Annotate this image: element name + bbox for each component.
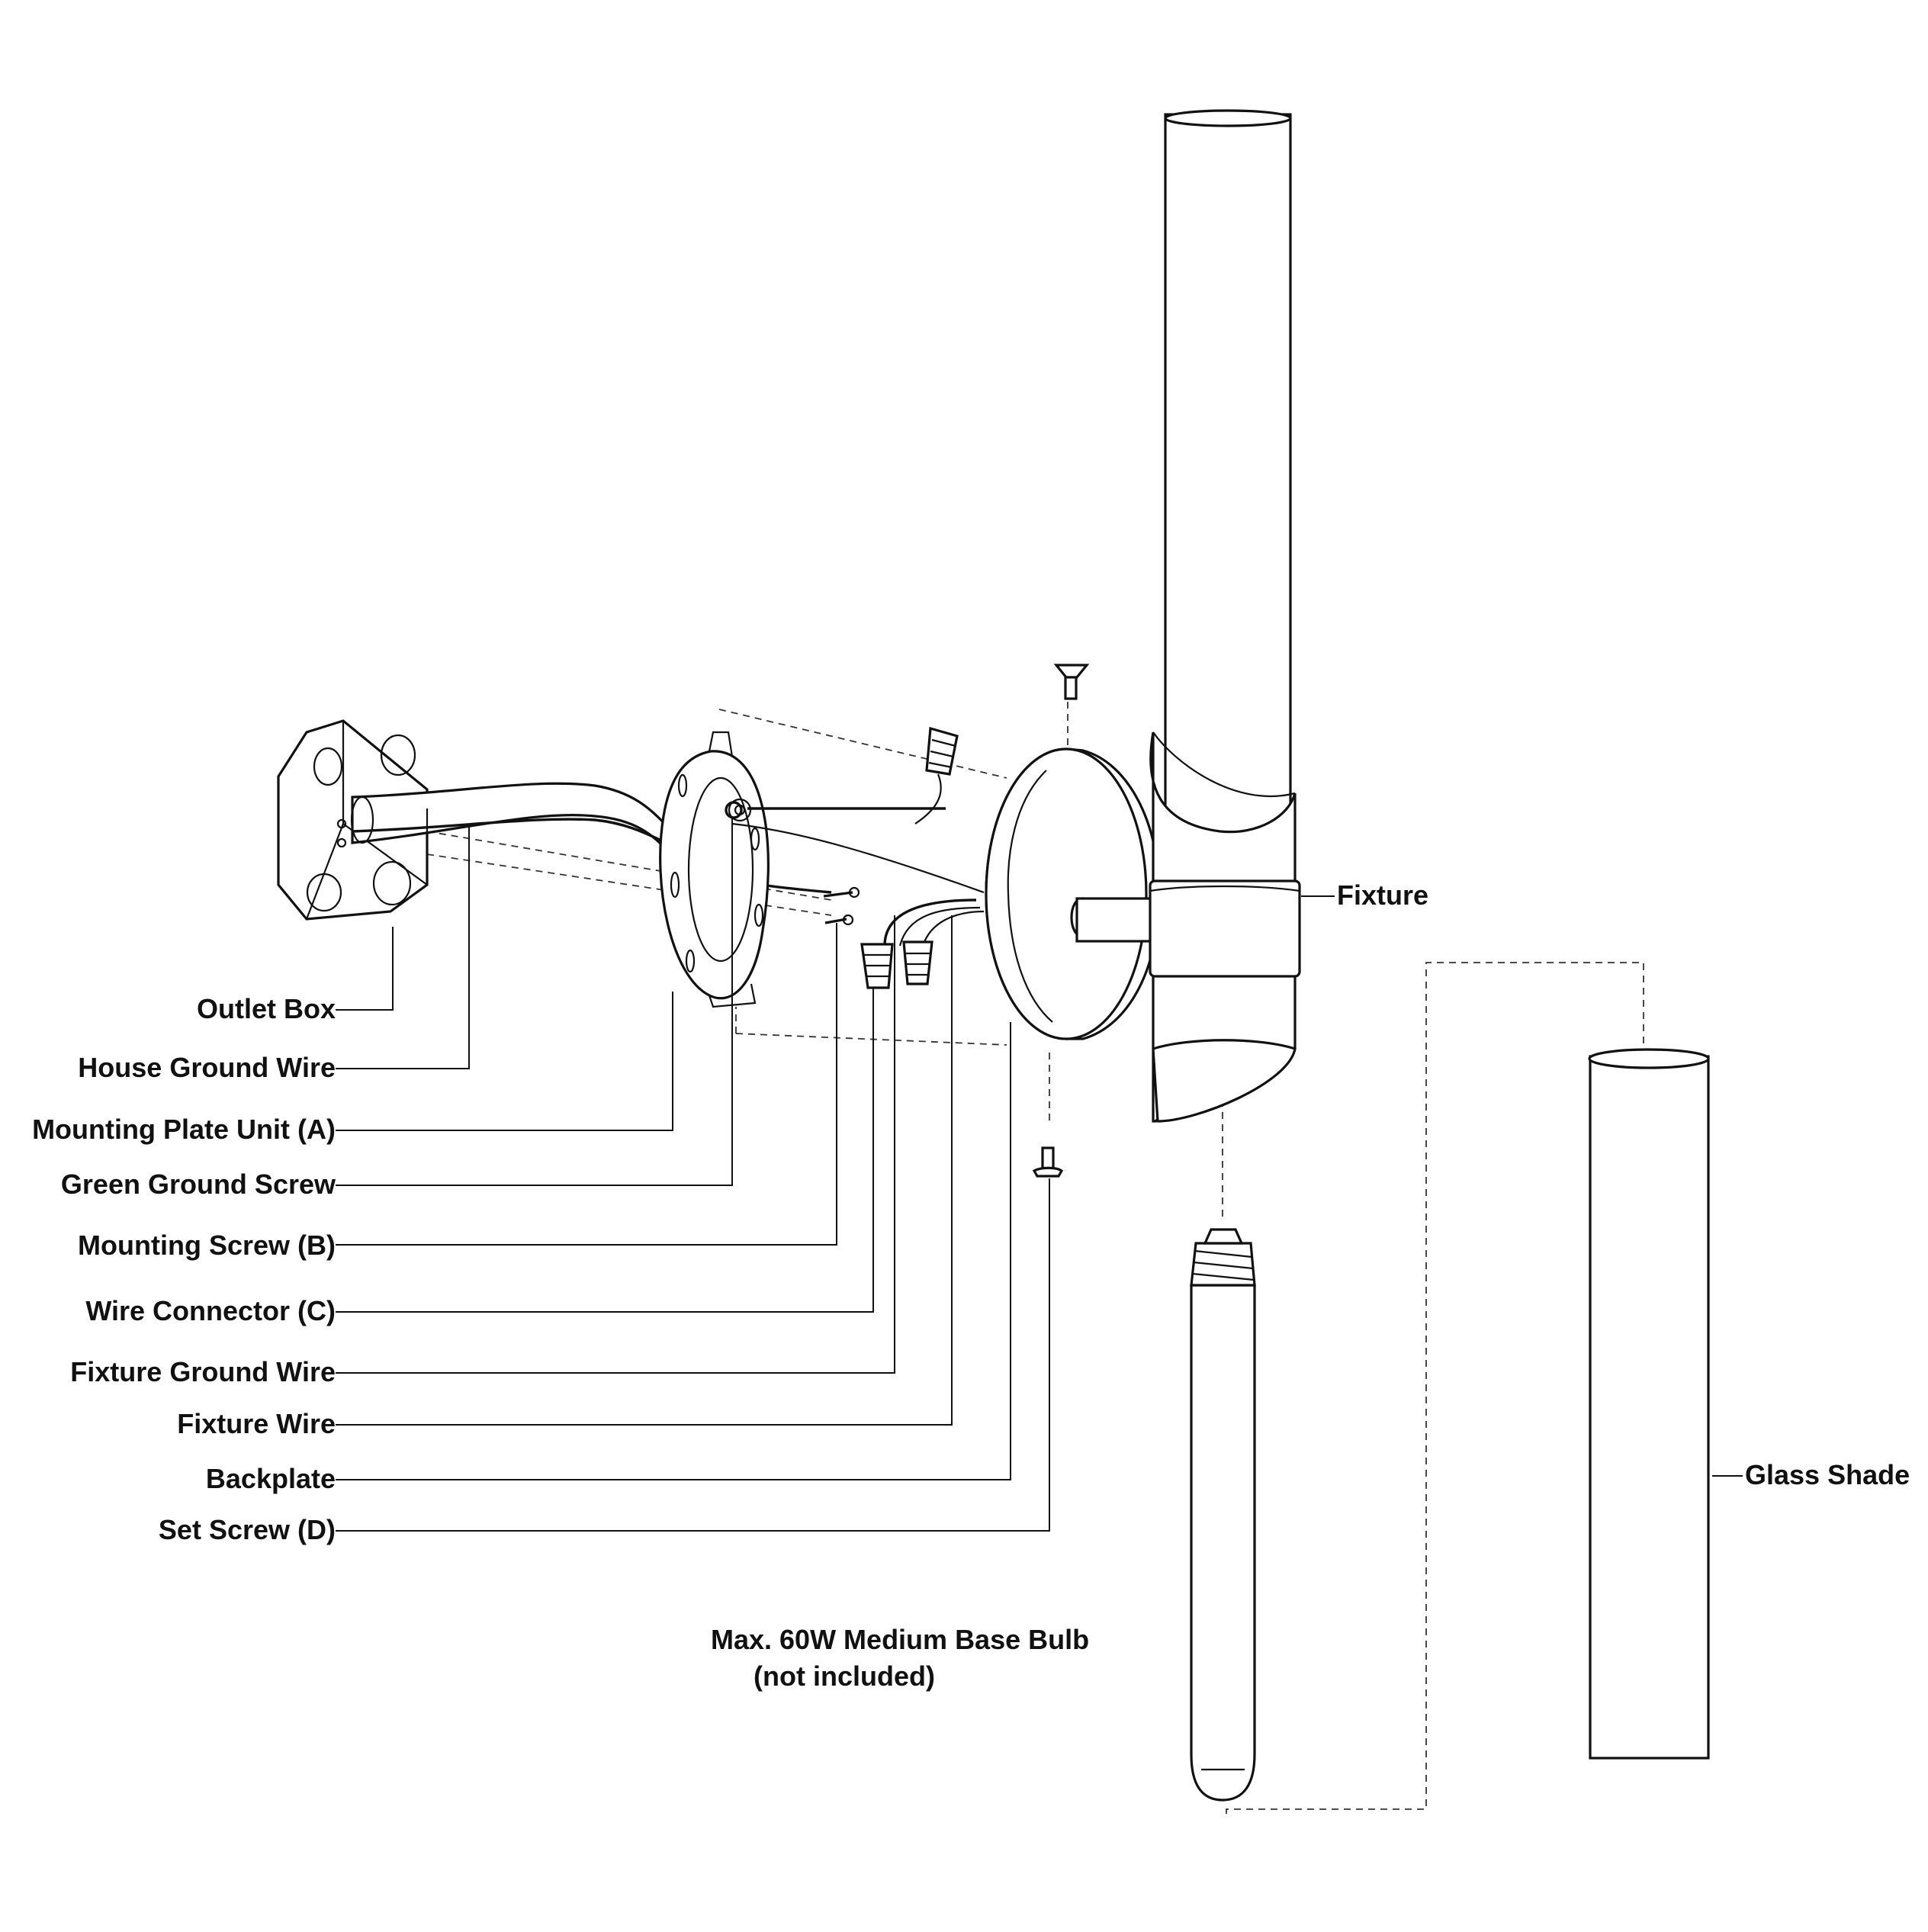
label-mounting-screw: Mounting Screw (B) [78, 1230, 336, 1261]
label-fixture-wire: Fixture Wire [177, 1408, 336, 1439]
label-backplate: Backplate [206, 1463, 336, 1494]
backplate [985, 747, 1161, 1040]
label-set-screw: Set Screw (D) [159, 1514, 336, 1545]
mounting-screws [823, 886, 860, 926]
label-wire-connector: Wire Connector (C) [85, 1295, 336, 1326]
glass-shade [1588, 1048, 1710, 1760]
bulb-note-line2: (not included) [754, 1660, 935, 1692]
set-screw-top [1053, 664, 1090, 700]
alignment-guides [426, 702, 1644, 1814]
label-house-ground-wire: House Ground Wire [78, 1052, 336, 1083]
label-mounting-plate-unit: Mounting Plate Unit (A) [32, 1114, 336, 1145]
wire-connectors [860, 726, 959, 989]
labels: Outlet Box House Ground Wire Mounting Pl… [32, 879, 1910, 1692]
green-ground-screw [725, 801, 743, 819]
fixture-wires [731, 773, 985, 947]
label-fixture: Fixture [1337, 879, 1428, 911]
label-fixture-ground-wire: Fixture Ground Wire [70, 1356, 336, 1387]
bulb-note-line1: Max. 60W Medium Base Bulb [711, 1624, 1089, 1655]
label-outlet-box: Outlet Box [197, 993, 336, 1024]
fixture [1070, 109, 1301, 1123]
leader-lines [336, 816, 1743, 1532]
mounting-plate [659, 731, 770, 1008]
set-screw-bottom [1032, 1146, 1064, 1178]
label-glass-shade: Glass Shade [1745, 1459, 1910, 1490]
label-green-ground-screw: Green Ground Screw [61, 1169, 336, 1200]
bulb [1190, 1228, 1256, 1802]
